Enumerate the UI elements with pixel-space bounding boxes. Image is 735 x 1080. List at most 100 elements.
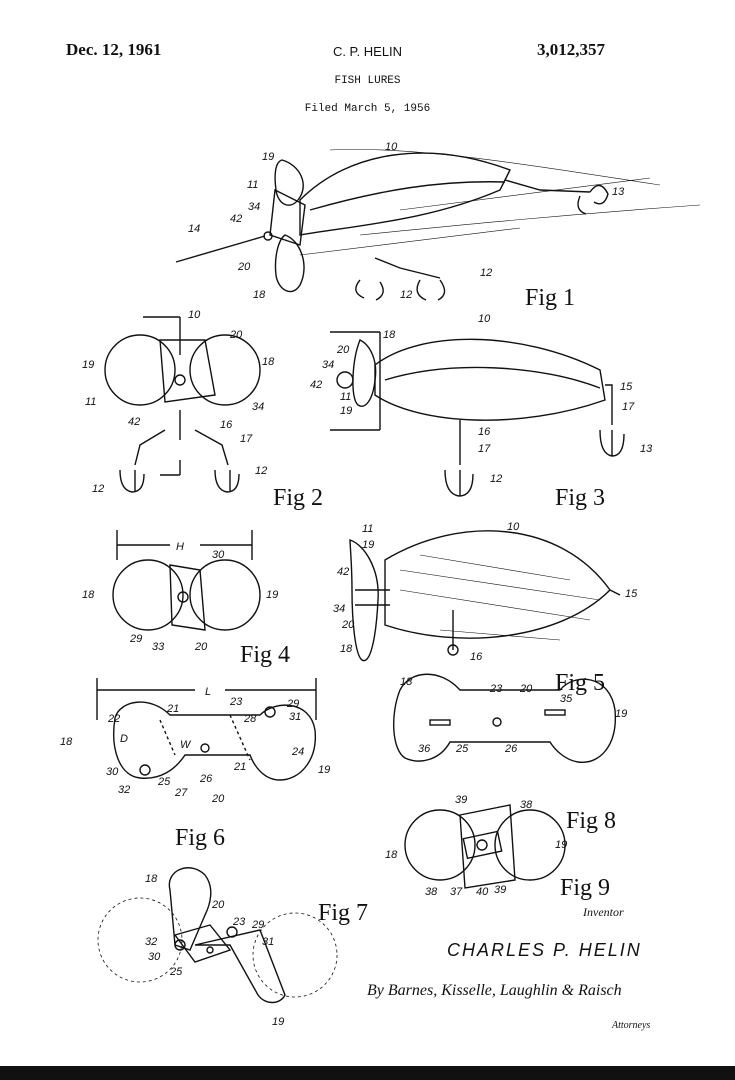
ref-13-f3: 13	[640, 443, 653, 455]
ref-11-f3: 11	[340, 391, 351, 403]
ref-18-f7: 18	[145, 873, 158, 885]
fig7-drawing	[97, 867, 338, 1004]
ref-12c-f2: 12	[255, 465, 267, 477]
dim-l: L	[205, 686, 211, 698]
ref-26-f6: 25	[157, 776, 171, 788]
ref-38-f9: 37	[450, 886, 463, 898]
ref-10: 10	[385, 141, 398, 153]
ref-37-f8: 36	[418, 743, 431, 755]
ref-18: 18	[253, 289, 266, 301]
ref-11-f5: 11	[362, 523, 373, 535]
fig2-drawing	[104, 316, 261, 493]
ref-31-f6: 30	[106, 766, 119, 778]
fig1-label: Fig 1	[525, 285, 575, 311]
ref-19: 19	[262, 151, 274, 163]
ref-24-f6: 23	[229, 696, 243, 708]
ref-19-f9: 19	[555, 839, 567, 851]
ref-40-f9: 39	[455, 794, 467, 806]
ref-12b: 12	[400, 289, 412, 301]
fig9-drawing	[404, 804, 566, 889]
ref-12-f2: 12	[92, 483, 104, 495]
ref-10-f2: 10	[188, 309, 201, 321]
fig5-drawing	[349, 530, 621, 662]
ref-24-f8: 23	[489, 683, 503, 695]
ref-42: 42	[230, 213, 242, 225]
ref-12-f3: 12	[490, 473, 502, 485]
ref-19-f7: 19	[272, 1016, 284, 1028]
ref-10-f5: 10	[507, 521, 520, 533]
ref-19-f3: 19	[340, 405, 352, 417]
ref-22-f6: 21	[233, 761, 246, 773]
ref-18-f5: 18	[340, 643, 353, 655]
ref-42-f2: 42	[128, 416, 140, 428]
inventor-name: CHARLES P. HELIN	[447, 940, 642, 960]
ref-34-f4: 33	[152, 641, 165, 653]
ref-15-f5: 15	[625, 588, 638, 600]
ref-16-f3: 16	[478, 426, 491, 438]
ref-17-f2: 17	[240, 433, 253, 445]
dim-d: D	[120, 733, 128, 745]
ref-18-f8: 18	[400, 676, 413, 688]
fig1-drawing	[175, 149, 701, 301]
patent-date: Dec. 12, 1961	[66, 40, 162, 59]
ref-20-f4: 20	[194, 641, 208, 653]
fig4-drawing	[112, 530, 261, 631]
ref-27-f6: 26	[199, 773, 213, 785]
fig4-label: Fig 4	[240, 642, 290, 668]
ref-35-f3: 34	[322, 359, 334, 371]
ref-39b-f9: 38	[425, 886, 438, 898]
ref-35: 34	[248, 201, 260, 213]
ref-18-f3: 18	[383, 329, 396, 341]
ref-25-f6: 24	[291, 746, 304, 758]
ref-20-f5: 20	[341, 619, 355, 631]
ref-31-f4: 30	[212, 549, 225, 561]
fig6-label: Fig 6	[175, 825, 225, 851]
ref-30-f6: 29	[286, 698, 299, 710]
ref-32-f6: 31	[289, 711, 301, 723]
ref-11: 11	[247, 179, 258, 191]
ref-20-f3: 20	[336, 344, 350, 356]
ref-13: 13	[612, 186, 625, 198]
ref-18-f4: 18	[82, 589, 95, 601]
ref-17b-f3: 17	[478, 443, 491, 455]
ref-30-f7: 29	[251, 919, 264, 931]
patent-number: 3,012,357	[537, 40, 605, 59]
ref-32-f7: 31	[262, 936, 274, 948]
ref-31-f7: 30	[148, 951, 161, 963]
ref-19-f6: 19	[318, 764, 330, 776]
ref-42-f5: 42	[337, 566, 349, 578]
ref-42-f3: 42	[310, 379, 322, 391]
ref-15-f3: 15	[620, 381, 633, 393]
ref-30-f4: 29	[129, 633, 142, 645]
ref-27-f8: 26	[504, 743, 518, 755]
ref-26-f8: 25	[455, 743, 469, 755]
ref-19-f5: 19	[362, 539, 374, 551]
ref-26-f7: 25	[169, 966, 183, 978]
ref-11-f2: 11	[85, 396, 96, 408]
fig8-label: Fig 8	[566, 808, 616, 834]
ref-35-f2: 34	[252, 401, 264, 413]
ref-29-f6: 28	[243, 713, 257, 725]
fig8-drawing	[392, 673, 616, 763]
ref-20-f8: 20	[519, 683, 533, 695]
filed-date: Filed March 5, 1956	[304, 103, 431, 115]
ref-20-f2: 20	[229, 329, 243, 341]
attorneys-signature: By Barnes, Kisselle, Laughlin & Raisch	[367, 982, 622, 999]
reference-numerals: 10 19 11 34 42 14 20 18 13 12 12 10 20 1…	[60, 141, 653, 1028]
dim-w: W	[180, 739, 192, 751]
ref-10-f3: 10	[478, 313, 491, 325]
ref-19-f2: 19	[82, 359, 94, 371]
inventor-short: C. P. HELIN	[332, 44, 403, 59]
ref-39-f9: 38	[520, 799, 533, 811]
ref-19-f4: 19	[266, 589, 278, 601]
ref-16-f5: 16	[470, 651, 483, 663]
fig9-label: Fig 9	[560, 875, 610, 901]
ref-33-f7: 32	[145, 936, 157, 948]
ref-40b-f9: 39	[494, 884, 506, 896]
ref-20: 20	[237, 261, 251, 273]
fig2-label: Fig 2	[273, 485, 323, 511]
ref-33-f6: 32	[118, 784, 130, 796]
ref-35-f5: 34	[333, 603, 345, 615]
ref-20-f6: 20	[211, 793, 225, 805]
